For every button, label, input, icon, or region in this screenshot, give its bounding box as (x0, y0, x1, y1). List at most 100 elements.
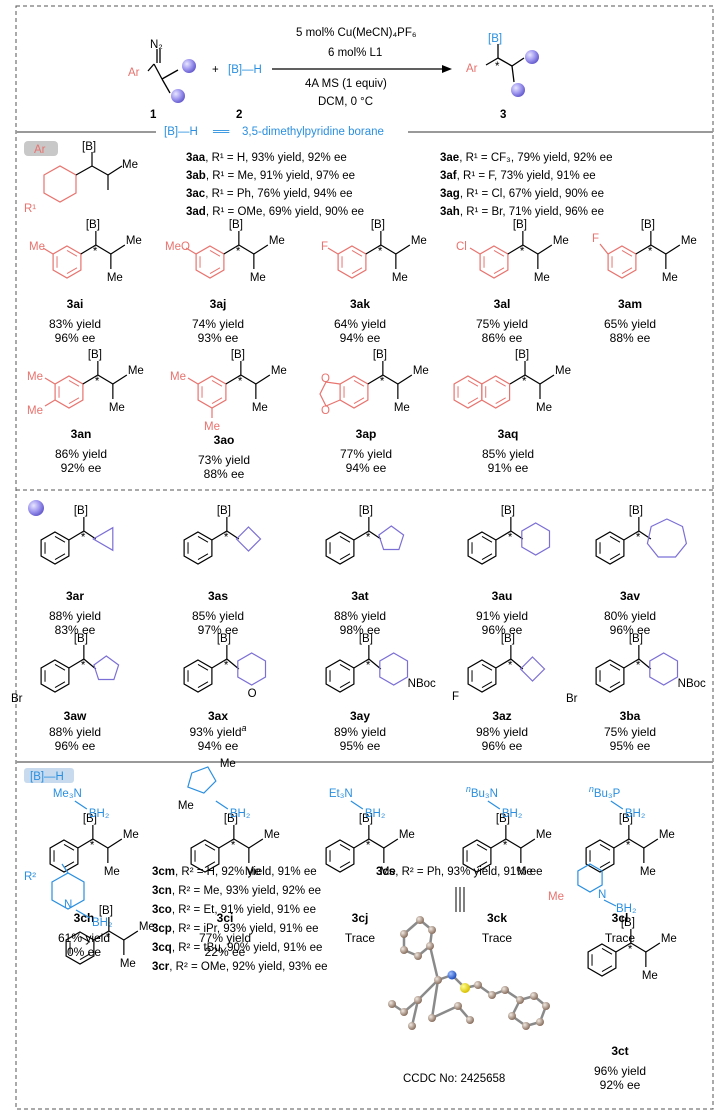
nitrogen-label: N (64, 899, 72, 911)
section-ar-tag: Ar (34, 144, 46, 156)
pyridine-entry: 3co, R² = Et, 91% yield, 91% ee (152, 904, 316, 916)
atom-icon (408, 1022, 416, 1030)
substituent-label: Me (170, 371, 186, 383)
me-label: Me (662, 272, 678, 284)
me-label: Me (109, 402, 125, 414)
atom-icon (536, 1018, 544, 1026)
b-label: [B] (501, 505, 515, 517)
b-label: [B] (74, 505, 88, 517)
br-label: Br (566, 693, 578, 705)
nitrogen-label: N (598, 889, 606, 901)
b-label: [B] (359, 633, 373, 645)
borane-banner-equals: ══ (212, 126, 230, 138)
b-label: [B] (229, 219, 243, 231)
yield-value: 88% yield (49, 725, 101, 739)
ee-value: 96% ee (482, 739, 523, 753)
me-label: Me (536, 402, 552, 414)
compound-id: 3ba (620, 709, 641, 723)
stereo-star: * (508, 532, 513, 544)
b-label: [B] (501, 633, 515, 645)
me-label: Me (642, 970, 658, 982)
reaction-header: N₂ Ar 1 + [B]—H 2 5 mol% Cu(MeCN)₄PF₆ 6 … (128, 27, 539, 121)
atom-icon (508, 1012, 516, 1020)
yield-value: 98% yield (476, 725, 528, 739)
atom-icon (454, 1002, 462, 1010)
stereo-star: * (90, 840, 95, 852)
bh2-label: BH₂ (89, 808, 109, 820)
stereo-star: * (366, 532, 371, 544)
ball-icon (511, 83, 525, 97)
b-label: [B] (86, 219, 100, 231)
atom-icon (414, 952, 422, 960)
atom-icon (516, 996, 524, 1004)
me-label: Me (123, 829, 139, 841)
stereo-star: * (106, 932, 111, 944)
b-label: [B] (513, 219, 527, 231)
bh2-label: BH₂ (92, 917, 112, 929)
plus-sign: + (212, 64, 219, 76)
b-label: [B] (515, 349, 529, 361)
me-label: Me (640, 866, 656, 878)
cycloalkyl-ring (235, 526, 262, 552)
yield-value: 85% yield (482, 447, 534, 461)
atom-icon (474, 981, 482, 989)
compound-id: 3ax (208, 709, 228, 723)
me-label: Me (659, 829, 675, 841)
ar-entry: 3ae, R¹ = CF₃, 79% yield, 92% ee (440, 152, 612, 164)
bh2-label: BH₂ (616, 903, 636, 915)
stereo-star: * (522, 376, 527, 388)
b-label: [B] (231, 349, 245, 361)
substituent-label: Me (27, 371, 43, 383)
compound-id: 3ao (214, 433, 235, 447)
compound-id: 3ci (217, 911, 234, 925)
bh2-label: BH₂ (230, 808, 250, 820)
bh2-label: BH₂ (502, 808, 522, 820)
me-label: Me (380, 866, 396, 878)
me-label: Me (104, 866, 120, 878)
ar-entry: 3ah, R¹ = Br, 71% yield, 96% ee (440, 206, 604, 218)
b-label: [B] (496, 813, 510, 825)
ball-icon (171, 89, 185, 103)
compound-id: 3ak (350, 297, 370, 311)
compound-id: 3ck (487, 911, 507, 925)
compound-id: 3as (208, 589, 228, 603)
cycloalkyl-ring (519, 656, 546, 682)
b-label: [B] (88, 349, 102, 361)
b-label: [B] (217, 505, 231, 517)
oxygen-label: O (321, 405, 330, 417)
amine-label: nBu₃P (589, 784, 621, 800)
compound-id: 3ar (66, 589, 84, 603)
stereo-star: * (231, 840, 236, 852)
equivalence-sign (455, 887, 465, 912)
atom-icon (460, 983, 470, 993)
compound-id: 3aj (210, 297, 227, 311)
yield-value: Trace (345, 931, 376, 945)
f-label: F (452, 691, 459, 703)
cycloalkyl-ring (92, 526, 114, 552)
stereo-star: * (648, 246, 653, 258)
outer-frame (15, 5, 714, 1110)
compound-id: 3cl (612, 911, 629, 925)
substituent-label: Me (204, 421, 220, 433)
product-b-label: [B] (488, 33, 502, 45)
me-label: Me (139, 921, 155, 933)
me-label: Me (264, 829, 280, 841)
crystal-structure-image (388, 916, 550, 1030)
ee-value: 97% ee (198, 623, 239, 637)
pyridine-entry: 3cn, R² = Me, 93% yield, 92% ee (152, 885, 321, 897)
me-label: Me (122, 159, 138, 171)
atom-icon (542, 1002, 550, 1010)
b-label: [B] (83, 813, 97, 825)
atom-icon (416, 916, 424, 924)
compound-id: 3au (492, 589, 513, 603)
cycloalkyl-ring (521, 522, 551, 556)
ee-value: 86% ee (482, 331, 523, 345)
yield-value: 75% yield (476, 317, 528, 331)
ar-entry: 3af, R¹ = F, 73% yield, 91% ee (440, 170, 596, 182)
r1-label: R¹ (24, 203, 36, 215)
ball-icon (182, 59, 196, 73)
me-label: Me (534, 272, 550, 284)
me-label: Me (245, 866, 261, 878)
